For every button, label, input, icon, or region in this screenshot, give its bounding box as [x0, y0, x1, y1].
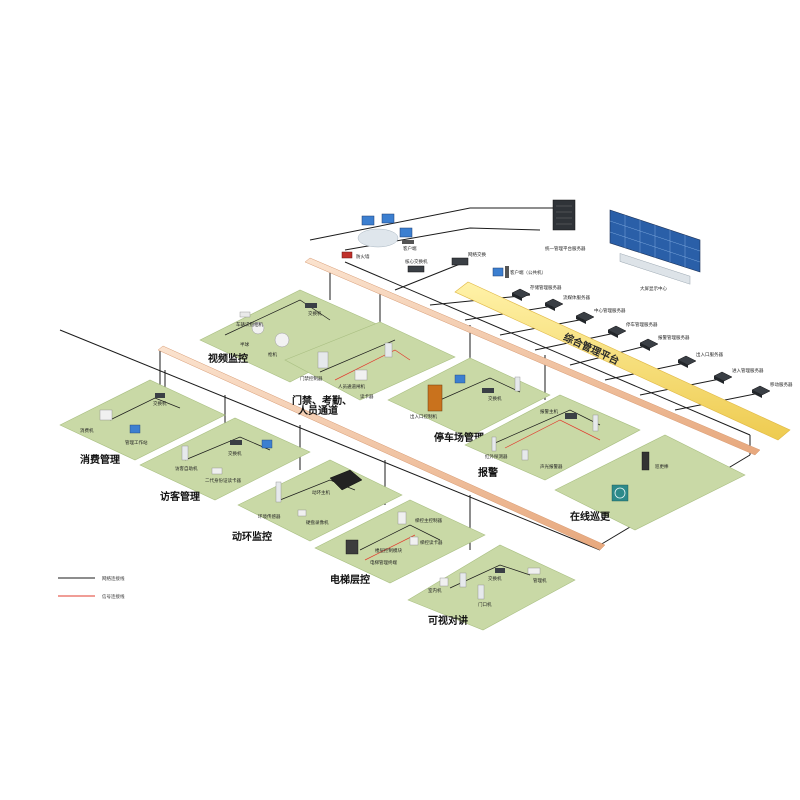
device-label: 枪机 [268, 351, 277, 358]
zone-title-alarm: 报警 [478, 466, 498, 479]
zone-patrol: 巡更棒 在线巡更 [554, 434, 746, 531]
zone-title-video: 视频监控 [208, 352, 248, 365]
device-label: 访客自助机 [175, 465, 198, 472]
zone-env: 动环主机 环境传感器 硬盘录像机 动环监控 [232, 459, 403, 543]
video-wall-label: 大屏显示中心 [640, 285, 667, 292]
zone-visitor: 访客自助机 交换机 二代身份证读卡器 访客管理 [139, 417, 311, 503]
device-label: 车辆识别相机 [236, 321, 263, 328]
server-rack-label: 统一管理平台服务器 [545, 245, 586, 252]
zone-alarm: 报警主机 红外探测器 声光报警器 报警 [464, 394, 641, 481]
firewall-device: 防火墙 [341, 251, 370, 260]
server-side [714, 376, 724, 384]
device-label: 读卡器 [360, 393, 374, 400]
device-label: 管理机 [533, 577, 547, 584]
server-7: 进入管理服务器 [713, 367, 764, 384]
video-wall: 大屏显示中心 [609, 209, 701, 292]
server-label: 中心管理服务器 [594, 307, 626, 314]
device-label: 巡更棒 [655, 463, 669, 470]
server-label: 出入口服务器 [696, 351, 723, 358]
device-label: 交换机 [153, 400, 167, 407]
device-label: 交换机 [488, 395, 502, 402]
server-label: 进入管理服务器 [732, 367, 764, 374]
zone-title-access-line2: 人员通道 [298, 404, 338, 417]
zone-consume: 消费机 交换机 管理工作站 消费管理 [59, 379, 226, 466]
server-side [512, 293, 522, 301]
device-label: 室内机 [428, 587, 442, 594]
device-label: 管理工作站 [125, 439, 148, 446]
device-label: 出入口控制机 [410, 413, 437, 420]
device-label: 交换机 [488, 575, 502, 582]
device-label: 半球 [240, 341, 249, 348]
zone-title-intercom: 可视对讲 [428, 614, 468, 627]
device-label: 梯控主控制器 [415, 517, 442, 524]
server-side [545, 303, 555, 311]
device-label: 梯控读卡器 [420, 539, 443, 546]
device-label: 交换机 [228, 450, 242, 457]
device-label: 动环主机 [312, 489, 330, 496]
zone-access: 门禁控制器 人员通道闸机 读卡器 门禁、考勤、 人员通道 [284, 321, 456, 417]
server-label: 存储管理服务器 [530, 284, 562, 291]
core-switch-label: 核心交换机 [405, 258, 428, 265]
server-label: 报警管理服务器 [658, 334, 690, 341]
gateway-label: 网络交换 [468, 251, 486, 258]
network-bus-upper [304, 257, 761, 456]
server-4: 停车管理服务器 [607, 321, 658, 338]
device-label: 人员通道闸机 [338, 383, 365, 390]
zone-title-elevator: 电梯层控 [330, 573, 370, 586]
server-side [752, 390, 762, 398]
legend: 网络连接线 信号连接线 [58, 575, 125, 600]
zone-elevator: 梯控主控制器 梯控读卡器 楼层控制模块 电梯管理终端 电梯层控 [314, 499, 486, 586]
zone-title-env: 动环监控 [232, 530, 272, 543]
clients-label: 客户端 [403, 245, 417, 252]
server-6: 出入口服务器 [677, 351, 723, 368]
device-label: 交换机 [308, 310, 322, 317]
zone-video: 车辆识别相机 交换机 枪机 半球 视频监控 [199, 289, 391, 383]
server-3: 中心管理服务器 [575, 307, 626, 324]
device-label: 门口机 [478, 601, 492, 608]
zone-parking: 出入口控制机 交换机 停车场管理 [387, 357, 551, 444]
server-side [678, 360, 688, 368]
zone-title-access-line1: 门禁、考勤、 [292, 394, 352, 407]
device-label: 环境传感器 [258, 513, 281, 520]
server-5: 报警管理服务器 [639, 334, 690, 351]
network-bus-lower [157, 345, 606, 551]
firewall-label: 防火墙 [356, 253, 370, 260]
legend-label-signal: 信号连接线 [102, 593, 125, 600]
device-label: 消费机 [80, 427, 94, 434]
zone-title-visitor: 访客管理 [160, 490, 200, 503]
zone-title-patrol: 在线巡更 [570, 510, 611, 523]
device-label: 门禁控制器 [300, 375, 323, 382]
server-1: 存储管理服务器 [511, 284, 562, 301]
device-label: 声光报警器 [540, 463, 563, 470]
device-label: 二代身份证读卡器 [205, 477, 241, 484]
client-cluster: 客户端 [357, 213, 417, 252]
device-label: 红外探测器 [485, 453, 508, 460]
legend-label-network: 网络连接线 [102, 575, 125, 582]
server-label: 流媒体服务器 [563, 294, 590, 301]
server-row: 存储管理服务器流媒体服务器中心管理服务器停车管理服务器报警管理服务器出入口服务器… [511, 284, 793, 398]
device-label: 电梯管理终端 [370, 559, 397, 566]
zone-title-parking: 停车场管理 [434, 431, 484, 444]
device-label: 楼层控制模块 [375, 547, 402, 554]
network-gateway: 网络交换 [451, 251, 486, 266]
workstation-label: 客户端（公共机） [510, 269, 546, 276]
server-8: 移动服务器 [751, 381, 793, 398]
device-label: 报警主机 [540, 408, 558, 415]
server-side [608, 330, 618, 338]
core-switch: 核心交换机 [405, 258, 428, 273]
zone-intercom: 室内机 交换机 管理机 门口机 可视对讲 [407, 544, 576, 631]
server-side [576, 316, 586, 324]
server-label: 移动服务器 [770, 381, 793, 388]
server-rack: 统一管理平台服务器 [545, 199, 586, 252]
zone-title-consume: 消费管理 [80, 453, 120, 466]
device-label: 硬盘录像机 [306, 519, 329, 526]
workstation: 客户端（公共机） [492, 266, 546, 278]
server-2: 流媒体服务器 [544, 294, 590, 311]
server-side [640, 343, 650, 351]
server-label: 停车管理服务器 [626, 321, 658, 328]
